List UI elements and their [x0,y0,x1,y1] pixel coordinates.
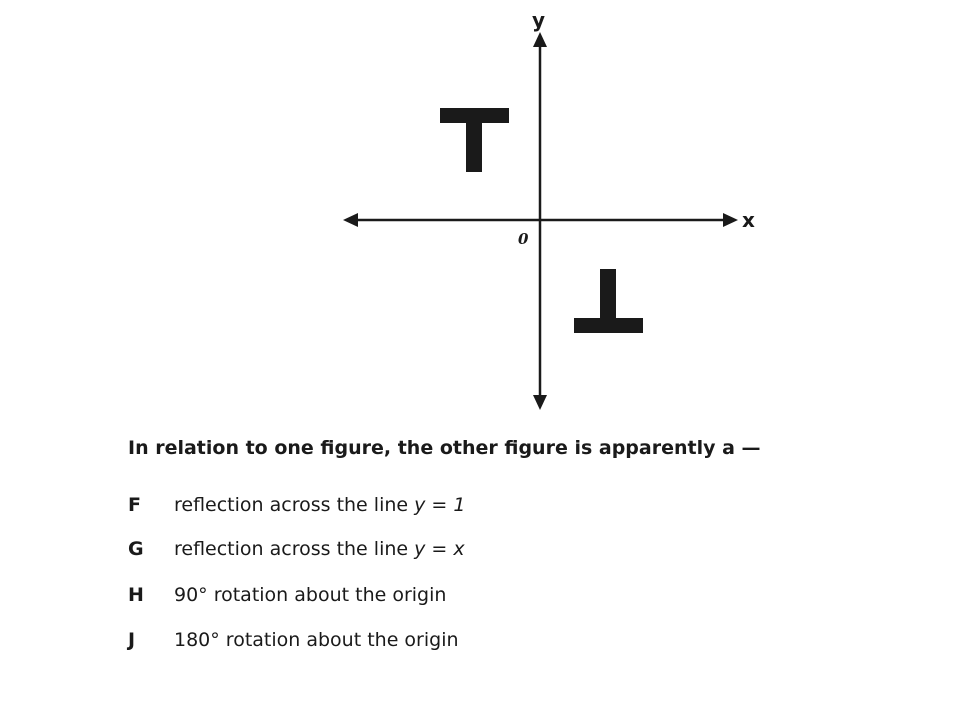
choice-math: y = 1 [414,494,466,516]
origin-label: 0 [518,230,529,248]
x-axis-arrow-left-icon [343,213,358,227]
x-axis-label: x [742,208,755,232]
question-text: In relation to one figure, the other fig… [128,437,761,459]
choice-letter: H [128,584,144,606]
y-axis-arrow-down-icon [533,395,547,410]
choice-text: 180° rotation about the origin [174,629,459,651]
choice-text: 90° rotation about the origin [174,584,447,606]
choice-j[interactable]: J 180° rotation about the origin [128,629,459,651]
choice-text: reflection across the line [174,538,415,560]
y-axis-label: y [532,8,545,32]
choice-letter: F [128,494,141,516]
choice-letter: G [128,538,144,560]
x-axis-arrow-right-icon [723,213,738,227]
t-shape-inverted [574,269,643,333]
choice-text: reflection across the line [174,494,415,516]
choice-math: y = x [414,538,465,560]
choice-letter: J [128,629,136,651]
choice-h[interactable]: H 90° rotation about the origin [128,584,446,606]
y-axis-arrow-up-icon [533,32,547,47]
t-shape-upright [440,108,509,172]
